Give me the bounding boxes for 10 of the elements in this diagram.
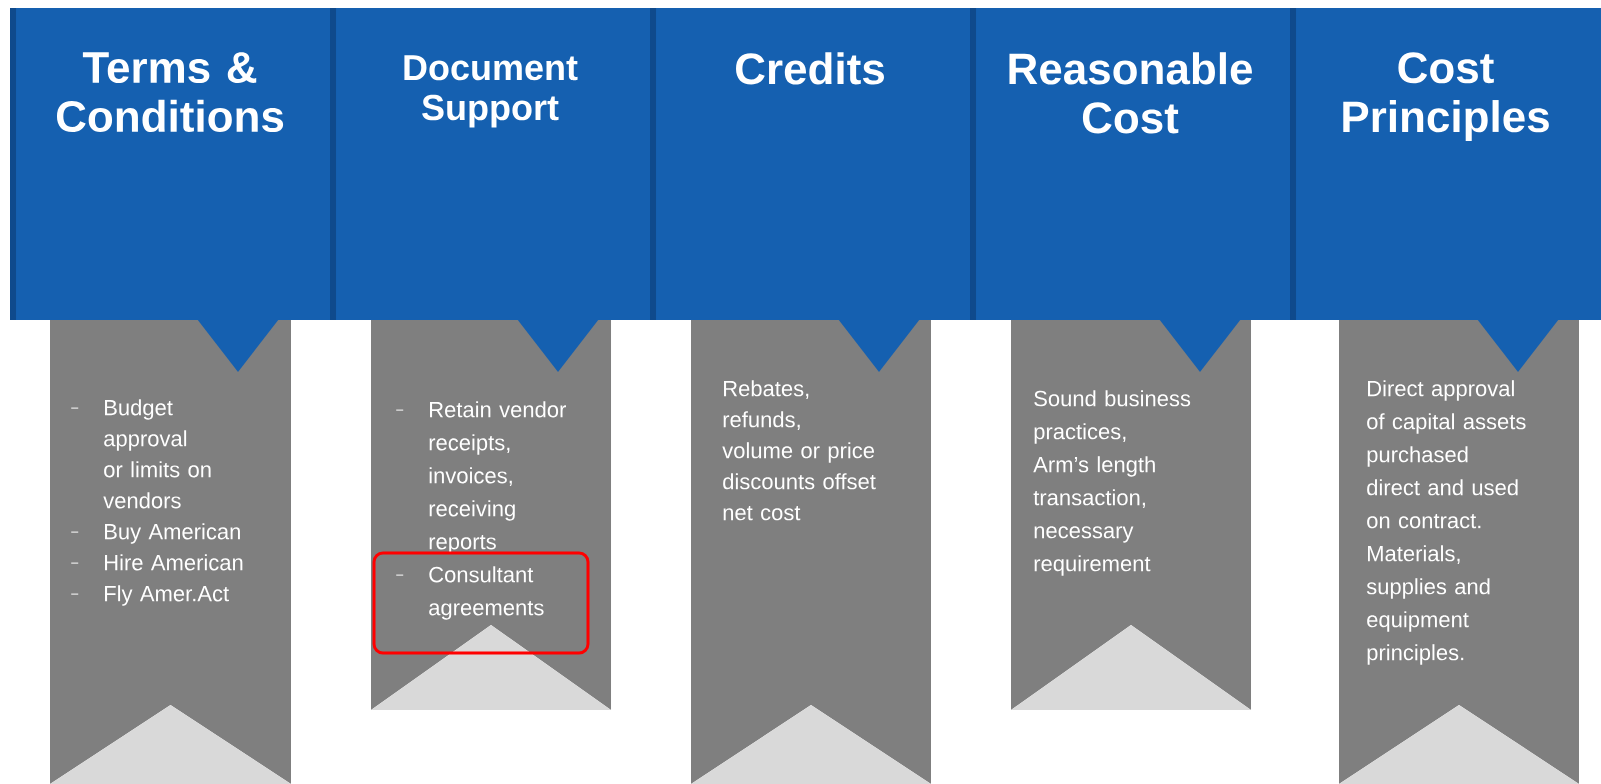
header-box: Reasonable Cost: [970, 8, 1290, 372]
ribbon-banner: Sound business practices, Arm’s length transaction, necessary requirement: [1011, 320, 1251, 710]
ribbon-banner: Budget approval or limits on vendors Buy American Hire American Fly Amer.Act: [50, 320, 291, 784]
header-box: Terms & Conditions: [10, 8, 330, 372]
ribbon-banner: Retain vendor receipts, invoices, receiving reports Consultant agreements: [371, 320, 611, 710]
ribbon-banner: Rebates, refunds, volume or price discounts offset net cost: [691, 320, 931, 784]
header-box: Cost Principles: [1290, 8, 1601, 372]
ribbon-banner: Direct approval of capital assets purchased direct and used on contract. Materials, supplies and equipment principles.: [1339, 320, 1579, 784]
header-box: Document Support: [330, 8, 650, 372]
header-box: Credits: [650, 8, 970, 372]
